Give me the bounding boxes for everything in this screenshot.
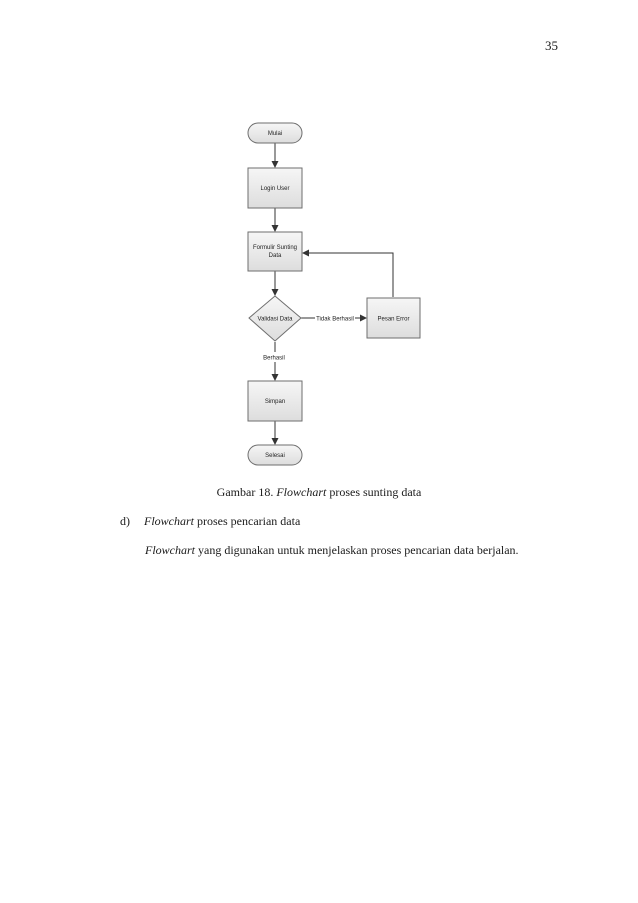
- body-paragraph: Flowchart yang digunakan untuk menjelask…: [145, 543, 519, 558]
- edge-label-tidak-berhasil: Tidak Berhasil: [316, 317, 354, 323]
- node-form-label-line-2: Data: [269, 253, 282, 259]
- node-validate-label: Validasi Data: [258, 317, 294, 323]
- paragraph-italic: Flowchart: [145, 543, 195, 557]
- node-form: Formulir Sunting Data: [247, 231, 303, 272]
- node-error-label: Pesan Error: [377, 317, 409, 323]
- terminal-shape: [247, 444, 303, 466]
- node-start-label: Mulai: [268, 131, 282, 137]
- node-save-label: Simpan: [265, 399, 285, 405]
- caption-prefix: Gambar 18.: [216, 485, 277, 499]
- decision-shape: [248, 295, 302, 342]
- terminal-shape: [247, 122, 303, 144]
- node-end-label: Selesai: [265, 453, 285, 459]
- subsection-heading: d) Flowchart proses pencarian data: [120, 514, 300, 529]
- edge-label-background: [259, 352, 289, 362]
- subsection-number: d): [120, 514, 130, 528]
- node-validate: Validasi Data: [248, 295, 302, 342]
- node-login-label: Login User: [260, 186, 289, 192]
- process-shape: [247, 380, 303, 422]
- node-error: Pesan Error: [366, 297, 421, 339]
- page-number: 35: [545, 38, 558, 53]
- edge-label-background: [315, 313, 355, 323]
- caption-rest: proses sunting data: [326, 485, 422, 499]
- node-end: Selesai: [247, 444, 303, 466]
- process-shape: [247, 167, 303, 209]
- subsection-italic: Flowchart: [144, 514, 194, 528]
- caption-italic: Flowchart: [276, 485, 327, 499]
- process-shape: [366, 297, 421, 339]
- process-shape: [247, 231, 303, 272]
- paragraph-rest: yang digunakan untuk menjelaskan proses …: [195, 543, 519, 557]
- edge-error-form: [302, 249, 394, 297]
- edge-label-berhasil: Berhasil: [263, 356, 285, 362]
- node-start: Mulai: [247, 122, 303, 144]
- subsection-rest: proses pencarian data: [194, 514, 301, 528]
- node-login: Login User: [247, 167, 303, 209]
- figure-caption: Gambar 18. Flowchart proses sunting data: [0, 485, 638, 500]
- node-form-label-line-1: Formulir Sunting: [253, 245, 297, 251]
- node-save: Simpan: [247, 380, 303, 422]
